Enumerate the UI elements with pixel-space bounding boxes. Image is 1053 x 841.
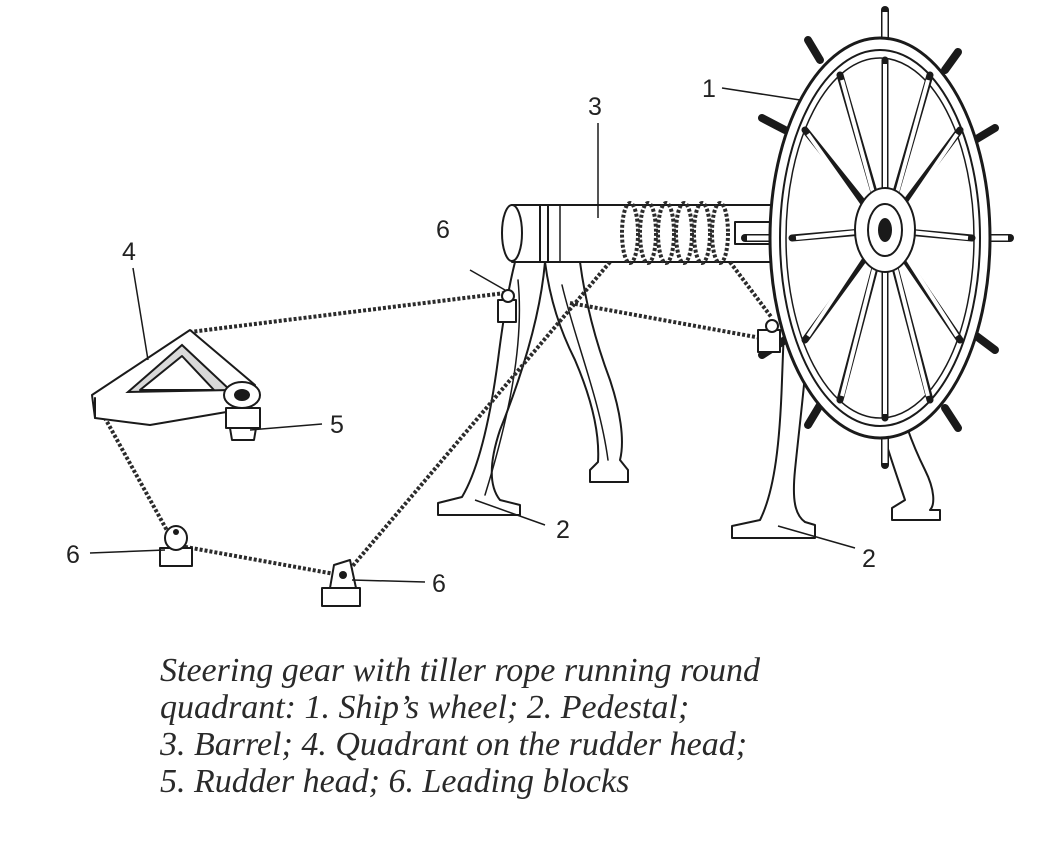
leading-block-left — [159, 525, 193, 567]
quadrant — [91, 329, 256, 426]
rudder-head — [223, 381, 261, 441]
callout-pedestal-right: 2 — [862, 545, 876, 573]
caption-line-4: 5. Rudder head; 6. Leading blocks — [160, 763, 630, 800]
callout-quadrant: 4 — [122, 238, 136, 266]
leader-lines — [89, 87, 856, 583]
pedestal-left — [437, 261, 629, 516]
caption-line-3: 3. Barrel; 4. Quadrant on the rudder hea… — [160, 726, 748, 763]
ships-wheel — [741, 6, 1014, 469]
caption-line-2: quadrant: 1. Ship’s wheel; 2. Pedestal; — [160, 689, 690, 726]
callout-block-bottom: 6 — [432, 570, 446, 598]
callout-block-top: 6 — [436, 216, 450, 244]
callout-rudder-head: 5 — [330, 411, 344, 439]
callout-barrel: 3 — [588, 93, 602, 121]
barrel — [501, 201, 806, 265]
figure-caption: Steering gear with tiller rope running r… — [160, 652, 1040, 800]
callout-block-left: 6 — [66, 541, 80, 569]
leading-block-top — [497, 289, 517, 323]
barrel-rope-coils — [620, 201, 730, 265]
caption-line-1: Steering gear with tiller rope running r… — [160, 652, 761, 689]
leading-block-bottom — [321, 559, 361, 607]
callout-wheel: 1 — [702, 75, 716, 103]
tiller-rope — [93, 260, 774, 577]
callout-pedestal-left: 2 — [556, 516, 570, 544]
steering-gear-illustration: 1 3 6 4 5 2 2 6 6 — [66, 6, 1014, 607]
leading-block-right — [757, 319, 781, 353]
